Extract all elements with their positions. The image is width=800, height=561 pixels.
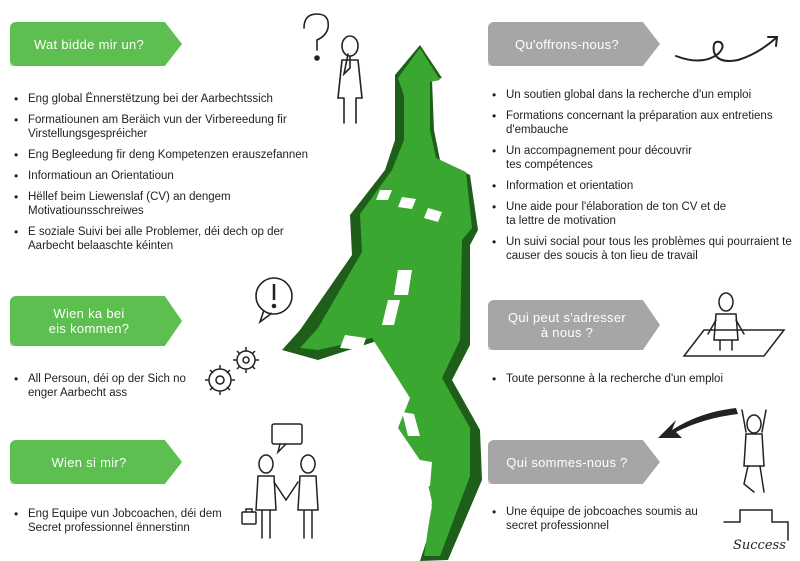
briefcase-icon	[241, 511, 257, 525]
speech-bubble-icon	[271, 423, 303, 445]
list-item: Hëllef beim Liewenslaf (CV) an dengem Mo…	[14, 190, 314, 218]
tag-what-we-offer-lb: Wat bidde mir un?	[10, 22, 182, 66]
who-can-come-list-lb: All Persoun, déi op der Sich no enger Aa…	[14, 372, 204, 407]
tag-who-can-come-lb: Wien ka bei eis kommen?	[10, 296, 182, 346]
list-item: Formations concernant la préparation aux…	[492, 109, 776, 137]
offer-list-lb: Eng global Ënnerstëtzung bei der Aarbech…	[14, 92, 314, 260]
offer-list-fr: Un soutien global dans la recherche d'un…	[492, 88, 792, 270]
tag-what-we-offer-fr: Qu'offrons-nous?	[488, 22, 660, 66]
gears-icon	[205, 347, 259, 395]
list-item: Un accompagnement pour découvrir tes com…	[492, 144, 696, 172]
list-item: Toute personne à la recherche d'un emplo…	[492, 372, 782, 386]
list-item: Un suivi social pour tous les problèmes …	[492, 235, 792, 263]
list-item: Une équipe de jobcoaches soumis au secre…	[492, 505, 717, 533]
list-item: Formatiounen am Beräich vun der Virberee…	[14, 113, 314, 141]
list-item: Eng global Ënnerstëtzung bei der Aarbech…	[14, 92, 314, 106]
list-item: Une aide pour l'élaboration de ton CV et…	[492, 200, 736, 228]
tag-who-are-we-lb: Wien si mir?	[10, 440, 182, 484]
tag-label: Qu'offrons-nous?	[515, 36, 619, 52]
swirl-arrow-icon	[675, 36, 779, 62]
road-markings	[340, 190, 442, 528]
list-item: Un soutien global dans la recherche d'un…	[492, 88, 792, 102]
tag-label: Qui sommes-nous ?	[506, 454, 628, 470]
tag-label: Qui peut s'adresser à nous ?	[507, 310, 626, 340]
podium-icon	[723, 509, 789, 541]
question-mark-icon	[303, 13, 330, 51]
who-can-come-list-fr: Toute personne à la recherche d'un emplo…	[492, 372, 782, 393]
exclamation-bubble-icon	[255, 277, 293, 325]
list-item: Eng Begleedung fir deng Kompetenzen erau…	[14, 148, 314, 162]
tag-who-are-we-fr: Qui sommes-nous ?	[488, 440, 660, 484]
list-item: Informatioun an Orientatioun	[14, 169, 314, 183]
tag-label: Wien si mir?	[51, 454, 127, 470]
jumping-man-icon	[723, 409, 789, 541]
list-item: Eng Equipe vun Jobcoachen, déi dem Secre…	[14, 507, 249, 535]
who-are-we-list-lb: Eng Equipe vun Jobcoachen, déi dem Secre…	[14, 507, 249, 542]
curved-arrow-icon	[658, 408, 738, 438]
list-item: E soziale Suivi bei alle Problemer, déi …	[14, 225, 314, 253]
list-item: All Persoun, déi op der Sich no enger Aa…	[14, 372, 204, 400]
who-are-we-list-fr: Une équipe de jobcoaches soumis au secre…	[492, 505, 717, 540]
tag-label: Wat bidde mir un?	[33, 36, 145, 52]
tag-label: Wien ka bei eis kommen?	[48, 306, 130, 336]
tag-who-can-come-fr: Qui peut s'adresser à nous ?	[488, 300, 660, 350]
desk-person-icon	[682, 292, 786, 357]
thinking-man-icon	[303, 13, 363, 124]
handshake-people-icon	[241, 423, 319, 539]
success-label: Success	[733, 538, 786, 553]
list-item: Information et orientation	[492, 179, 792, 193]
